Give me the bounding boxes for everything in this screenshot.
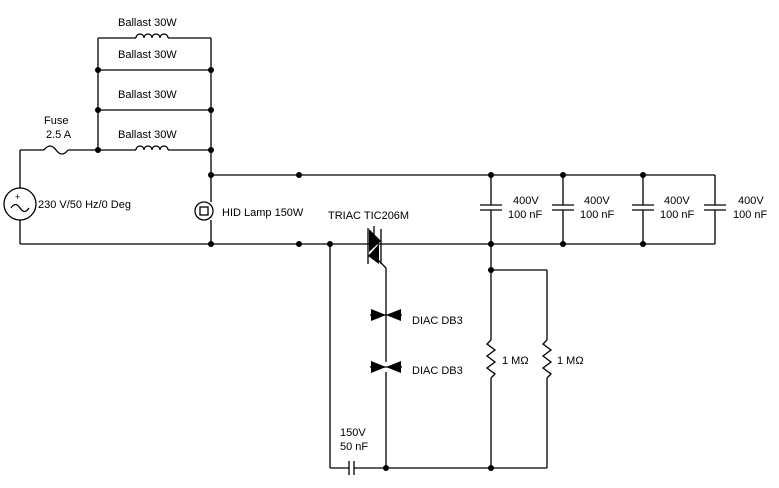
diac-2-label: DIAC DB3 (412, 365, 463, 377)
junction-dot (95, 67, 101, 73)
fuse-value: 2.5 A (46, 129, 72, 141)
diac-1-label: DIAC DB3 (412, 315, 463, 327)
cap-1-value: 100 nF (508, 209, 543, 221)
ac-source: + 230 V/50 Hz/0 Deg (3, 187, 131, 244)
junction-dot (640, 172, 646, 178)
junction-dot (296, 241, 302, 247)
diac-1: DIAC DB3 (370, 309, 463, 327)
junction-dot (488, 172, 494, 178)
hid-lamp: HID Lamp 150W (194, 201, 304, 221)
junction-dot (560, 172, 566, 178)
cap-1-voltage: 400V (513, 195, 539, 207)
small-cap-value: 50 nF (340, 441, 368, 453)
resistor-2: 1 MΩ (541, 270, 584, 468)
junction-dot (208, 147, 214, 153)
cap-4-value: 100 nF (733, 209, 768, 221)
junction-dot (208, 67, 214, 73)
source-label: 230 V/50 Hz/0 Deg (38, 199, 131, 211)
junction-dot (640, 241, 646, 247)
junction-dot (95, 107, 101, 113)
resistor-2-label: 1 MΩ (557, 355, 584, 367)
ballast-3: Ballast 30W (98, 89, 211, 111)
resistor-1: 1 MΩ (485, 339, 529, 468)
ballast-4-label: Ballast 30W (118, 129, 177, 141)
junction-dot (208, 241, 214, 247)
junction-dot (560, 241, 566, 247)
lamp-label: HID Lamp 150W (222, 207, 304, 219)
triac: TRIAC TIC206M (328, 210, 409, 310)
ballast-1-label: Ballast 30W (118, 17, 177, 29)
junction-dot (208, 107, 214, 113)
capacitor-2: 400V 100 nF (552, 175, 615, 244)
junction-dot (488, 267, 494, 273)
ballast-1: Ballast 30W (98, 17, 211, 39)
capacitor-4: 400V 100 nF (704, 175, 768, 244)
ballast-2: Ballast 30W (98, 49, 211, 71)
fuse: Fuse 2.5 A (19, 115, 98, 188)
resistors: 1 MΩ 1 MΩ (485, 244, 584, 468)
cap-3-voltage: 400V (664, 195, 690, 207)
capacitor-1: 400V 100 nF (480, 175, 543, 244)
ballast-bank: Ballast 30W Ballast 30W Ballast 30W Ball… (95, 17, 214, 175)
triac-label: TRIAC TIC206M (328, 210, 409, 222)
cap-50nf: 150V 50 nF (329, 244, 547, 475)
cap-3-value: 100 nF (660, 209, 695, 221)
resistor-1-label: 1 MΩ (502, 355, 529, 367)
cap-4-voltage: 400V (738, 195, 764, 207)
plus-sign: + (15, 192, 20, 202)
cap-2-value: 100 nF (580, 209, 615, 221)
small-cap-voltage: 150V (340, 427, 366, 439)
capacitor-bank: 400V 100 nF 400V 100 nF 400V 100 nF 400V… (480, 172, 768, 247)
fuse-title: Fuse (44, 115, 68, 127)
capacitor-3: 400V 100 nF (632, 175, 695, 244)
ballast-2-label: Ballast 30W (118, 49, 177, 61)
junction-dot (208, 172, 214, 178)
junction-dot (383, 465, 389, 471)
ballast-4: Ballast 30W (98, 129, 211, 151)
junction-dot (296, 172, 302, 178)
diac-2: DIAC DB3 (370, 320, 463, 468)
ballast-3-label: Ballast 30W (118, 89, 177, 101)
cap-2-voltage: 400V (584, 195, 610, 207)
